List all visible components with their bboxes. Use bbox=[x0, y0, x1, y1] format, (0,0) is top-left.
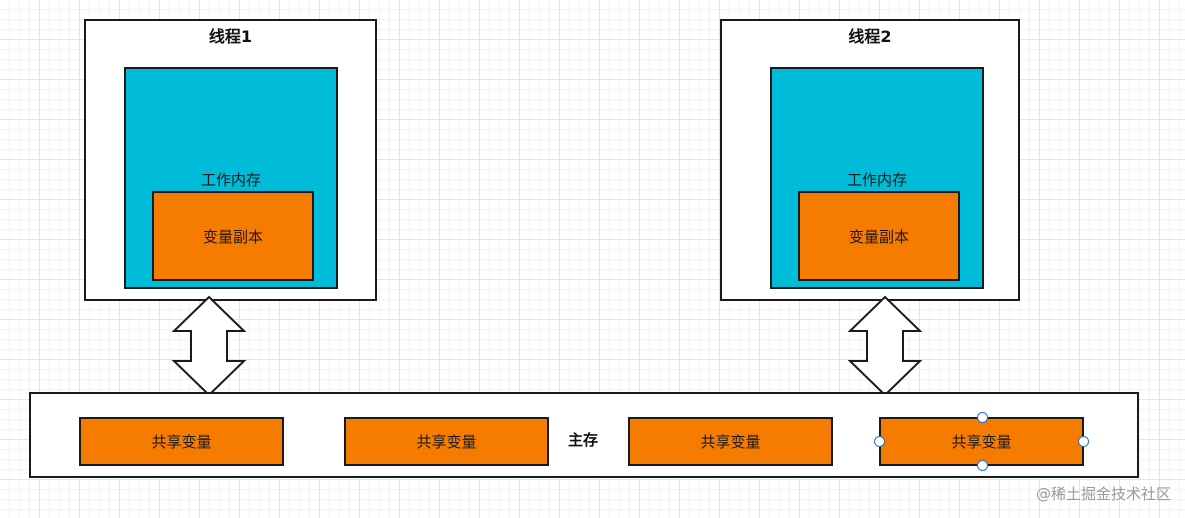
shared-variable-3[interactable]: 共享变量 bbox=[628, 417, 833, 466]
main-memory-label: 主存 bbox=[568, 431, 599, 449]
thread-1-box[interactable]: 线程1 工作内存 变量副本 bbox=[84, 19, 377, 301]
shared-variable-2[interactable]: 共享变量 bbox=[344, 417, 549, 466]
main-memory-box[interactable]: 主存 共享变量 共享变量 共享变量 共享变量 bbox=[29, 392, 1139, 478]
resize-handle-top[interactable] bbox=[977, 412, 988, 423]
thread-2-box[interactable]: 线程2 工作内存 变量副本 bbox=[720, 19, 1020, 301]
double-headed-arrow-icon[interactable] bbox=[847, 295, 923, 397]
double-headed-arrow-icon[interactable] bbox=[171, 295, 247, 397]
shared-variable-label: 共享变量 bbox=[951, 433, 1012, 451]
thread-1-work-memory[interactable]: 工作内存 变量副本 bbox=[124, 67, 338, 289]
thread-1-variable-copy-label: 变量副本 bbox=[202, 227, 263, 246]
resize-handle-right[interactable] bbox=[1078, 436, 1089, 447]
resize-handle-bottom[interactable] bbox=[977, 460, 988, 471]
shared-variable-1[interactable]: 共享变量 bbox=[79, 417, 284, 466]
shared-variable-label: 共享变量 bbox=[151, 433, 212, 451]
thread-1-title: 线程1 bbox=[208, 27, 253, 46]
thread-2-work-memory-label: 工作内存 bbox=[846, 171, 907, 189]
thread-1-work-memory-label: 工作内存 bbox=[200, 171, 261, 189]
shared-variable-label: 共享变量 bbox=[700, 433, 761, 451]
resize-handle-left[interactable] bbox=[874, 436, 885, 447]
shared-variable-4-selected[interactable]: 共享变量 bbox=[874, 412, 1089, 471]
thread-2-variable-copy[interactable]: 变量副本 bbox=[798, 191, 960, 281]
thread-2-variable-copy-label: 变量副本 bbox=[848, 227, 909, 246]
thread-2-work-memory[interactable]: 工作内存 变量副本 bbox=[770, 67, 984, 289]
thread-2-title: 线程2 bbox=[848, 27, 892, 46]
thread-1-variable-copy[interactable]: 变量副本 bbox=[152, 191, 314, 281]
shared-variable-label: 共享变量 bbox=[416, 433, 477, 451]
watermark: @稀土掘金技术社区 bbox=[1035, 485, 1171, 503]
